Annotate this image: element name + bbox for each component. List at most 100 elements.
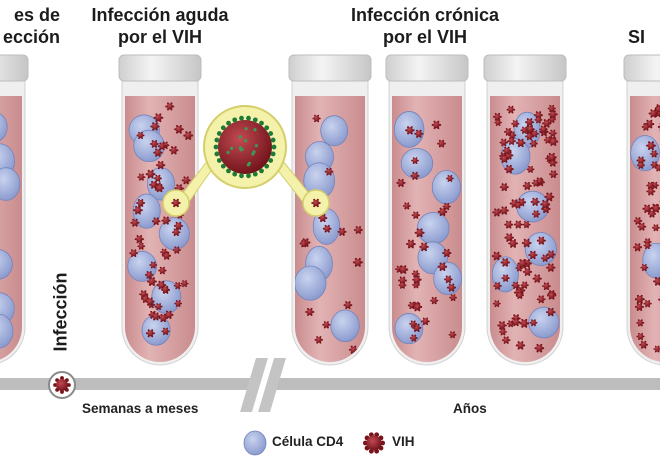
hiv-virion-icon [158, 313, 168, 323]
hiv-virion-icon [398, 265, 409, 274]
hiv-virion-small-icon [311, 198, 321, 208]
hiv-virion-icon [134, 235, 144, 244]
hiv-virion-icon [137, 173, 146, 181]
hiv-virion-icon [513, 220, 523, 229]
hiv-virion-icon [446, 174, 454, 182]
hiv-virion-icon [647, 210, 657, 218]
heading-acute-infection: Infección aguda por el VIH [60, 4, 260, 48]
hiv-virion-icon [499, 206, 509, 215]
hiv-virion-icon [492, 112, 502, 121]
hiv-virion-icon [526, 165, 535, 173]
tube-cap [118, 54, 202, 82]
hiv-virion-icon [151, 217, 161, 226]
hiv-virion-icon [515, 341, 526, 350]
hiv-virion-icon [504, 220, 514, 229]
hiv-virion-icon [530, 197, 540, 206]
hiv-virion-icon [448, 331, 457, 339]
hiv-virion-icon [534, 343, 545, 353]
hiv-virion-icon [305, 307, 315, 316]
hiv-virion-icon [136, 199, 146, 207]
hiv-virion-icon [546, 307, 556, 317]
hiv-virion-icon [172, 246, 181, 254]
hiv-virion-icon [165, 102, 175, 111]
hiv-virion-icon [145, 297, 155, 306]
hiv-virion-icon [646, 141, 656, 151]
cd4-cell-icon [416, 212, 450, 245]
hiv-virion-icon [154, 183, 165, 193]
hiv-virion-icon [431, 120, 442, 130]
hiv-virion-icon [519, 318, 530, 328]
hiv-virion-icon [507, 137, 516, 145]
hiv-virion-icon [419, 242, 429, 252]
hiv-virion-icon [530, 130, 539, 138]
hiv-virion-icon [648, 109, 658, 118]
hiv-virion-icon [130, 218, 140, 227]
hiv-virion-icon [430, 296, 439, 305]
hiv-virion-icon [314, 336, 324, 344]
hiv-virion-icon [651, 224, 660, 232]
hiv-virion-icon [634, 294, 645, 304]
tube-cap [288, 54, 372, 82]
hiv-virion-icon [536, 295, 546, 304]
hiv-virion-icon [548, 110, 558, 119]
hiv-virion-icon [546, 263, 556, 272]
heading-aids: SI [628, 27, 646, 47]
hiv-virion-icon [133, 205, 143, 215]
hiv-virion-icon [173, 282, 182, 290]
hiv-virion-icon [174, 125, 184, 134]
hiv-virion-icon [181, 176, 191, 185]
hiv-virion-icon [149, 261, 158, 269]
timeline [0, 358, 660, 412]
hiv-virion-icon [174, 300, 183, 307]
hiv-virion-icon [542, 282, 551, 291]
cd4-cell-icon [0, 248, 13, 280]
hiv-virion-icon [412, 302, 423, 312]
timeline-bar-left [0, 378, 250, 390]
hiv-virion-icon [144, 271, 154, 279]
hiv-virion-icon [299, 240, 308, 248]
hiv-virion-icon [521, 238, 532, 248]
hiv-virion-icon [541, 254, 550, 262]
hiv-virion-icon [398, 281, 407, 289]
hiv-virion-icon [646, 187, 656, 196]
hiv-virion-icon [352, 257, 363, 267]
hiv-virion-icon [515, 291, 524, 299]
hiv-virion-icon [411, 211, 421, 219]
test-tube-pre-infection [0, 54, 29, 364]
hiv-virion-icon [499, 328, 507, 336]
hiv-virion-icon [411, 157, 419, 165]
hiv-virion-icon [444, 275, 453, 284]
hiv-virion-icon [324, 167, 334, 176]
tube-cap [483, 54, 567, 82]
hiv-virion-icon [522, 267, 533, 276]
hiv-virion-icon [409, 320, 418, 328]
tube-cap [623, 54, 660, 82]
hiv-virion-icon [501, 336, 511, 344]
hiv-virion-icon [173, 221, 184, 230]
hiv-virion-icon [546, 291, 557, 300]
heading-chronic-line-1: Infección crónica [350, 5, 500, 25]
hiv-virion-icon [414, 129, 424, 138]
hiv-virion-icon [437, 207, 448, 217]
hiv-virion-icon [153, 148, 163, 157]
hiv-virion-icon [506, 105, 516, 114]
hiv-virion-icon [442, 248, 452, 258]
hiv-virion-icon [406, 239, 416, 249]
hiv-virion-small-icon [171, 198, 181, 208]
hiv-virion-icon [405, 126, 415, 135]
hiv-virion-icon [162, 251, 172, 260]
hiv-virion-icon [137, 242, 146, 250]
hiv-virion-icon [146, 277, 157, 286]
cd4-cell-icon [320, 115, 349, 147]
hiv-virion-icon [502, 146, 512, 155]
hiv-virion-icon [517, 259, 528, 269]
hiv-virion-icon [150, 122, 160, 131]
hiv-virion-icon [534, 116, 543, 124]
cd4-cell-icon [243, 430, 267, 456]
hiv-virion-icon [149, 139, 159, 148]
tube-cap [0, 54, 29, 82]
cd4-cell-icon [524, 232, 557, 267]
hiv-virion-icon [640, 264, 649, 272]
hiv-virion-icon [522, 221, 531, 229]
hiv-virion-icon [528, 250, 538, 260]
